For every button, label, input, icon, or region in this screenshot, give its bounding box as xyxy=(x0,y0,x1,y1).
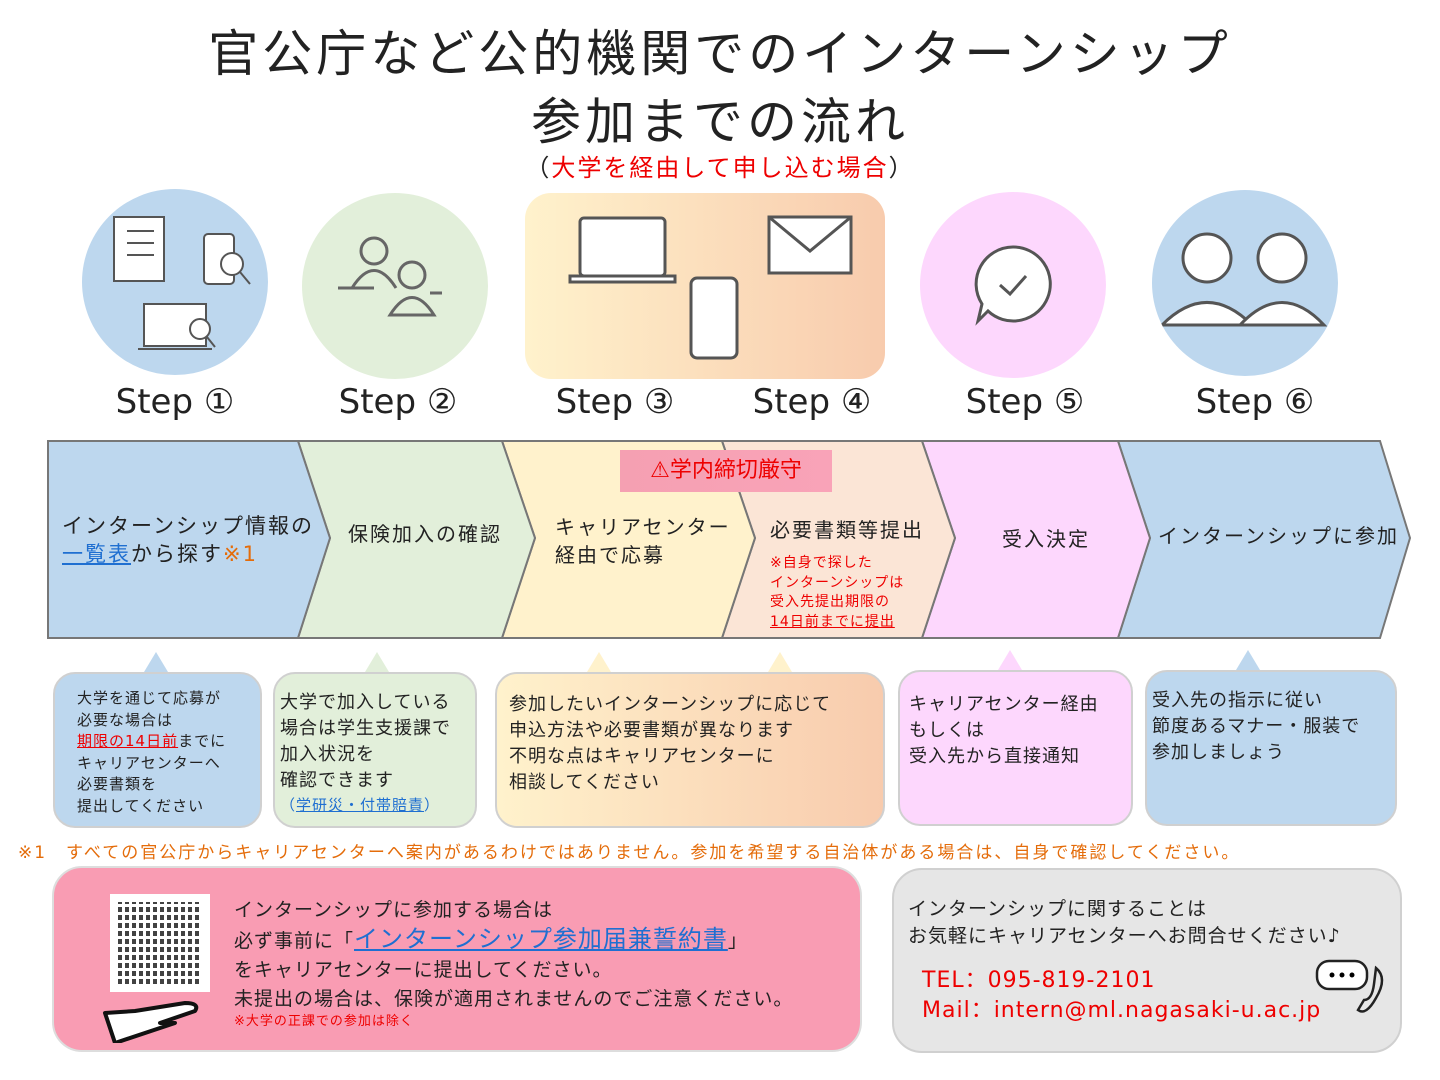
subtitle: （大学を経由して申し込む場合） xyxy=(0,148,1440,183)
footnote: ※1 すべての官公庁からキャリアセンターへ案内があるわけではありません。参加を希… xyxy=(18,843,1241,863)
pledge-line-2a: 必ず事前に「 xyxy=(234,930,355,952)
step-4-label: Step ④ xyxy=(752,382,872,422)
callout-pointer xyxy=(998,650,1022,670)
callout-2: 大学で加入している 場合は学生支援課で 加入状況を 確認できます （学研災・付帯… xyxy=(273,672,477,828)
footnote-mark: ※1 xyxy=(223,542,258,566)
callout-line: キャリアセンター経由 xyxy=(909,694,1099,715)
callout-line: 参加したいインターンシップに応じて xyxy=(509,694,832,715)
people-icon xyxy=(338,236,442,317)
pledge-line-2b: 」 xyxy=(727,930,748,952)
chevron-6 xyxy=(47,440,332,639)
flow-step-1-line1: インターンシップ情報の xyxy=(62,514,314,538)
callout-5: 受入先の指示に従い 節度あるマナー・服装で 参加しましょう xyxy=(1145,670,1397,826)
note-line: 受入先提出期限の xyxy=(770,594,890,610)
contact-box: インターンシップに関することは お気軽にキャリアセンターへお問合せください♪ T… xyxy=(892,868,1402,1053)
step2-illustration xyxy=(302,193,488,379)
callout-line: までに xyxy=(178,732,227,750)
step3-4-illustration xyxy=(525,193,885,379)
callout-line: もしくは xyxy=(909,720,985,741)
callout-pointer xyxy=(1236,650,1260,670)
pledge-line-3: をキャリアセンターに提出してください。 xyxy=(234,959,613,981)
callout-line: 加入状況を xyxy=(280,744,375,765)
pledge-text: インターンシップに参加する場合は 必ず事前に「インターンシップ参加届兼誓約書」 … xyxy=(234,896,793,1030)
callout-3: 参加したいインターンシップに応じて 申込方法や必要書類が異なります 不明な点はキ… xyxy=(495,672,885,828)
chat-check-icon xyxy=(974,245,1052,326)
deadline-badge: ⚠学内締切厳守 xyxy=(620,450,832,492)
flow-step-3-line2: 経由で応募 xyxy=(555,543,665,567)
step-3-label: Step ③ xyxy=(555,382,675,422)
callout-line: キャリアセンターへ xyxy=(77,753,221,772)
subtitle-text: 大学を経由して申し込む場合 xyxy=(551,154,889,182)
flow-step-4-note: ※自身で探した インターンシップは 受入先提出期限の 14日前までに提出 xyxy=(770,554,904,632)
step-5-label: Step ⑤ xyxy=(965,382,1085,422)
callout-pointer xyxy=(365,652,389,672)
contact-line-2: お気軽にキャリアセンターへお問合せください♪ xyxy=(908,925,1341,947)
hand-icon xyxy=(103,1001,199,1043)
contact-mail[interactable]: Mail：intern@ml.nagasaki-u.ac.jp xyxy=(922,998,1322,1023)
flow-step-5: 受入決定 xyxy=(1002,527,1090,551)
title-line-1: 官公庁など公的機関でのインターンシップ xyxy=(208,25,1232,83)
document-search-icon xyxy=(113,216,251,350)
callout-line: 節度あるマナー・服装で xyxy=(1152,716,1361,737)
contact-text: インターンシップに関することは お気軽にキャリアセンターへお問合せください♪ xyxy=(908,896,1341,950)
flow-step-6: インターンシップに参加 xyxy=(1158,524,1399,548)
laptop-phone-mail-icon xyxy=(568,215,853,360)
pledge-line-4: 未提出の場合は、保険が適用されませんのでご注意ください。 xyxy=(234,988,794,1010)
paren-open: （ xyxy=(525,154,552,182)
callout-line: 申込方法や必要書類が異なります xyxy=(509,720,794,741)
paren: （ xyxy=(280,796,297,814)
step6-illustration xyxy=(1152,190,1338,376)
flow-step-3-line1: キャリアセンター xyxy=(555,515,731,539)
deadline-text: 期限の14日前 xyxy=(77,732,179,750)
flow-step-4: 必要書類等提出 xyxy=(770,518,924,542)
list-link[interactable]: 一覧表 xyxy=(62,542,131,566)
callout-pointer xyxy=(144,652,168,672)
paren: ） xyxy=(424,796,441,814)
callout-4: キャリアセンター経由 もしくは 受入先から直接通知 xyxy=(898,670,1133,826)
step-1-label: Step ① xyxy=(115,382,235,422)
note-line: インターンシップは xyxy=(770,574,905,591)
callout-pointer xyxy=(768,652,792,672)
callout-line: 受入先の指示に従い xyxy=(1152,690,1323,711)
flow-step-1-rest: から探す xyxy=(131,542,223,566)
step-2-label: Step ② xyxy=(338,382,458,422)
paren-close: ） xyxy=(888,154,915,182)
callout-line: 必要な場合は xyxy=(77,710,174,729)
callout-line: 場合は学生支援課で xyxy=(280,718,451,739)
callout-line: 提出してください xyxy=(77,796,205,815)
callout-line: 受入先から直接通知 xyxy=(909,746,1080,767)
contact-details: TEL：095-819-2101 Mail：intern@ml.nagasaki… xyxy=(922,966,1321,1026)
note-line: ※自身で探した xyxy=(770,555,873,571)
callout-line: 不明な点はキャリアセンターに xyxy=(509,746,775,767)
flow-step-3: キャリアセンター経由で応募 xyxy=(555,513,731,569)
pledge-box: インターンシップに参加する場合は 必ず事前に「インターンシップ参加届兼誓約書」 … xyxy=(52,866,862,1052)
insurance-link[interactable]: 学研災・付帯賠責 xyxy=(296,796,425,814)
callout-line: 大学で加入している xyxy=(280,692,451,713)
callout-line: 必要書類を xyxy=(77,775,158,793)
callout-line: 参加しましょう xyxy=(1152,742,1285,763)
note-line-underlined: 14日前までに提出 xyxy=(770,613,895,630)
contact-tel[interactable]: TEL：095-819-2101 xyxy=(922,968,1156,993)
flow-step-1: インターンシップ情報の 一覧表から探す※1 xyxy=(62,512,314,568)
step5-illustration xyxy=(920,192,1106,378)
title-line-2: 参加までの流れ xyxy=(531,93,909,151)
contact-line-1: インターンシップに関することは xyxy=(908,898,1208,920)
callout-line: 大学を通じて応募が xyxy=(77,689,222,707)
qr-code[interactable] xyxy=(110,894,210,992)
callout-pointer xyxy=(587,652,611,672)
step1-illustration xyxy=(82,189,268,375)
flow-step-2: 保険加入の確認 xyxy=(348,522,502,546)
callout-line: 相談してください xyxy=(509,772,660,793)
pledge-line-1: インターンシップに参加する場合は xyxy=(234,899,554,921)
pledge-note: ※大学の正課での参加は除く xyxy=(234,1014,414,1029)
callout-1: 大学を通じて応募が 必要な場合は 期限の14日前までに キャリアセンターへ 必要… xyxy=(53,672,262,828)
step-6-label: Step ⑥ xyxy=(1195,382,1315,422)
phone-chat-icon xyxy=(1315,959,1384,1013)
pledge-form-link[interactable]: インターンシップ参加届兼誓約書 xyxy=(354,925,728,953)
callout-line: 確認できます xyxy=(280,770,394,791)
business-people-icon xyxy=(1158,232,1328,327)
